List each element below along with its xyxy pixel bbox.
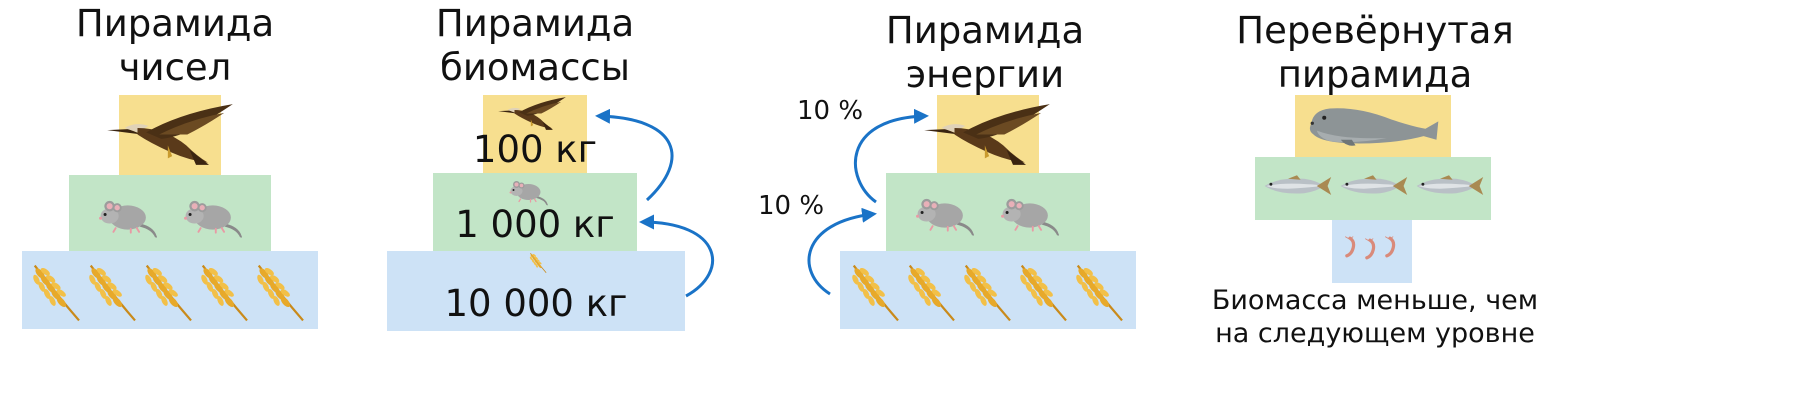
wheat-icon [254, 264, 305, 322]
energy-arrow-lower [807, 207, 877, 296]
fish-icon [1264, 175, 1332, 195]
inverted-pyramid-note: Биомасса меньше, чем на следующем уровне [1211, 285, 1539, 349]
mouse-icon [98, 199, 158, 239]
mouse-icon [508, 180, 549, 206]
title-inverted-pyramid: Перевёрнутая пирамида [1236, 9, 1514, 96]
wheat-icon [961, 264, 1012, 322]
wheat-icon [142, 264, 193, 322]
seal-icon [1309, 108, 1439, 146]
fish-icon [1416, 175, 1484, 195]
eagle-icon [107, 104, 233, 165]
wheat-icon [528, 252, 548, 274]
wheat-icon [1017, 264, 1068, 322]
title-numbers-pyramid: Пирамида чисел [75, 2, 275, 89]
wheat-icon [905, 264, 956, 322]
shrimp-icon [1363, 238, 1376, 260]
energy-transfer-label-upper: 10 % [797, 96, 864, 126]
biomass-middle-value: 1 000 кг [455, 203, 615, 246]
eagle-icon [498, 97, 566, 130]
wheat-icon [30, 264, 81, 322]
wheat-icon [86, 264, 137, 322]
mouse-icon [183, 199, 243, 239]
energy-arrow-upper [854, 108, 929, 204]
mouse-icon [1000, 197, 1060, 237]
energy-transfer-label-lower: 10 % [758, 191, 825, 221]
biomass-bottom-value: 10 000 кг [444, 282, 628, 325]
wheat-icon [198, 264, 249, 322]
biomass-top-value: 100 кг [472, 128, 598, 171]
title-energy-pyramid: Пирамида энергии [885, 9, 1085, 96]
title-biomass-pyramid: Пирамида биомассы [435, 2, 635, 89]
fish-icon [1340, 175, 1408, 195]
eagle-icon [924, 104, 1050, 165]
biomass-arrow-lower [639, 214, 714, 298]
wheat-icon [849, 264, 900, 322]
mouse-icon [915, 197, 975, 237]
biomass-arrow-upper [595, 108, 674, 202]
wheat-icon [1073, 264, 1124, 322]
shrimp-icon [1343, 236, 1356, 258]
shrimp-icon [1383, 236, 1396, 258]
